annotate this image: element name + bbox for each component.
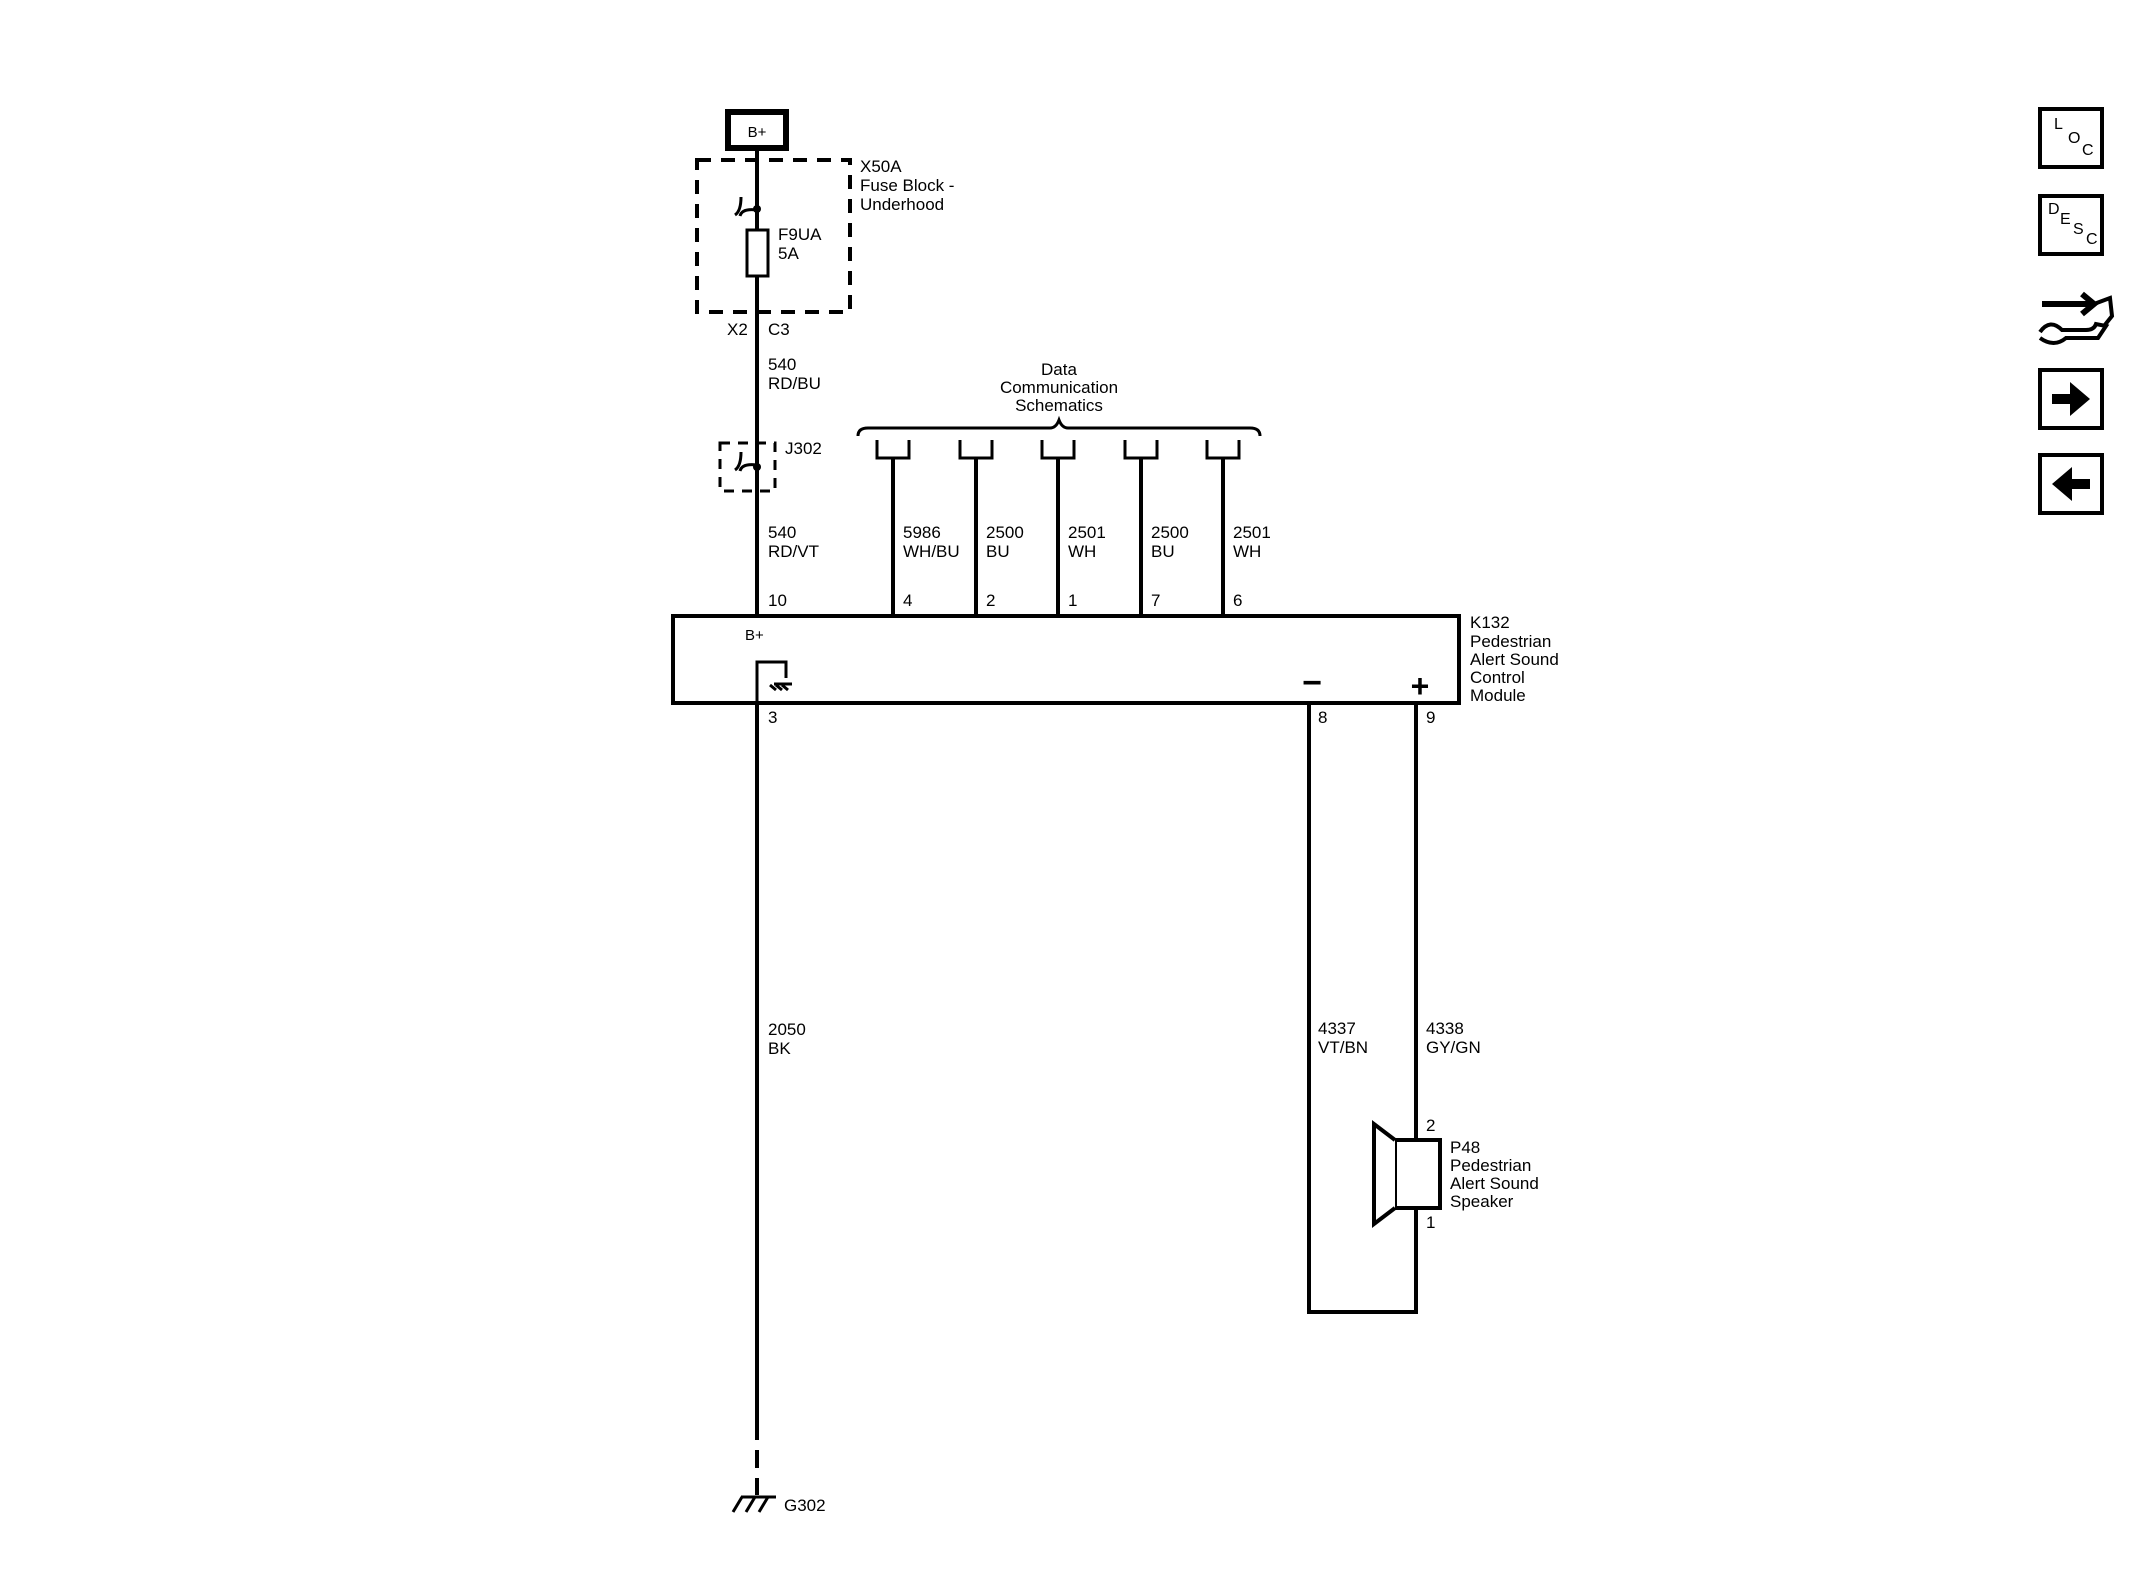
wire-4337-color: VT/BN: [1318, 1038, 1368, 1057]
loc-letter-1: L: [2054, 116, 2063, 133]
loc-letter-2: O: [2068, 130, 2081, 147]
loc-button[interactable]: L O C: [2038, 107, 2104, 169]
data-line-circuit: 2500: [986, 523, 1024, 542]
data-line-pin: 2: [986, 591, 995, 610]
desc-button[interactable]: D E S C: [2038, 194, 2104, 256]
data-comm-line2: Communication: [1000, 378, 1118, 397]
speaker-name-2: Alert Sound: [1450, 1174, 1539, 1193]
fuse-block-id: X50A: [860, 157, 902, 176]
fuse-block-name-2: Underhood: [860, 195, 944, 214]
module-pin-ground: 3: [768, 708, 777, 727]
module-pin-minus: 8: [1318, 708, 1327, 727]
data-comm-line1: Data: [1041, 360, 1077, 379]
splice-j302: J302: [718, 439, 822, 493]
data-line-color: WH: [1068, 542, 1096, 561]
module-name-1: Pedestrian: [1470, 632, 1551, 651]
wire-2050-color: BK: [768, 1039, 791, 1058]
module-k132: B+ − + K132 Pedestrian Alert Sound Contr…: [671, 613, 1559, 705]
desc-letter-3: S: [2073, 221, 2084, 238]
previous-button[interactable]: [2038, 453, 2104, 515]
module-ground-icon: [755, 660, 792, 703]
module-id: K132: [1470, 613, 1510, 632]
ground-icon: [731, 1495, 776, 1513]
speaker-p48: 2 1 P48 Pedestrian Alert Sound Speaker: [1372, 1116, 1539, 1232]
module-plus-sign: +: [1411, 668, 1430, 704]
fuse-id: F9UA: [778, 225, 822, 244]
wire-540-rdvt-color: RD/VT: [768, 542, 819, 561]
data-comm-line3: Schematics: [1015, 396, 1103, 415]
speaker-id: P48: [1450, 1138, 1480, 1157]
wire-4338-circuit: 4338: [1426, 1019, 1464, 1038]
module-bplus-label: B+: [745, 627, 764, 644]
module-name-4: Module: [1470, 686, 1526, 705]
data-line-pin: 7: [1151, 591, 1160, 610]
module-pin-bplus: 10: [768, 591, 787, 610]
speaker-name-1: Pedestrian: [1450, 1156, 1531, 1175]
next-button[interactable]: [2038, 368, 2104, 430]
data-line-pin: 1: [1068, 591, 1077, 610]
connector-service-icon[interactable]: [2036, 276, 2116, 346]
loc-letter-3: C: [2082, 142, 2094, 159]
module-name-2: Alert Sound: [1470, 650, 1559, 669]
wire-540-rdbu-circuit: 540: [768, 355, 796, 374]
module-name-3: Control: [1470, 668, 1525, 687]
data-line-color: BU: [986, 542, 1010, 561]
fuse-conn-x2: X2: [727, 320, 748, 339]
fuse-conn-c3: C3: [768, 320, 790, 339]
battery-power-source: B+: [725, 109, 789, 151]
wire-4337-circuit: 4337: [1318, 1019, 1356, 1038]
data-line-color: WH/BU: [903, 542, 960, 561]
arrow-right-icon: [2052, 382, 2090, 416]
wire-540-rdbu-color: RD/BU: [768, 374, 821, 393]
wire-4338-color: GY/GN: [1426, 1038, 1481, 1057]
speaker-pin-top: 2: [1426, 1116, 1435, 1135]
ground-g302: G302: [731, 1495, 826, 1515]
module-pin-plus: 9: [1426, 708, 1435, 727]
data-line-circuit: 2500: [1151, 523, 1189, 542]
arrow-left-icon: [2052, 467, 2090, 501]
data-line-pin: 4: [903, 591, 912, 610]
data-line-color: BU: [1151, 542, 1175, 561]
data-line-circuit: 5986: [903, 523, 941, 542]
data-line-circuit: 2501: [1068, 523, 1106, 542]
fuse-rating: 5A: [778, 244, 799, 263]
fuse-block-underhood: X50A Fuse Block - Underhood F9UA 5A X2 C…: [695, 157, 954, 339]
fuse-block-name-1: Fuse Block -: [860, 176, 954, 195]
fuse-f9ua: [745, 228, 770, 278]
desc-letter-1: D: [2048, 201, 2060, 218]
wire-2050-circuit: 2050: [768, 1020, 806, 1039]
data-line-circuit: 2501: [1233, 523, 1271, 542]
battery-label: B+: [748, 124, 767, 141]
desc-letter-2: E: [2060, 211, 2071, 228]
speaker-icon: [1393, 1138, 1442, 1210]
ground-id: G302: [784, 1496, 826, 1515]
speaker-pin-bottom: 1: [1426, 1213, 1435, 1232]
wire-540-rdvt-circuit: 540: [768, 523, 796, 542]
desc-letter-4: C: [2086, 231, 2098, 248]
data-communication-reference: Data Communication Schematics: [856, 360, 1262, 437]
speaker-name-3: Speaker: [1450, 1192, 1514, 1211]
splice-id: J302: [785, 439, 822, 458]
data-line-pin: 6: [1233, 591, 1242, 610]
module-minus-sign: −: [1302, 664, 1322, 702]
data-line-color: WH: [1233, 542, 1261, 561]
